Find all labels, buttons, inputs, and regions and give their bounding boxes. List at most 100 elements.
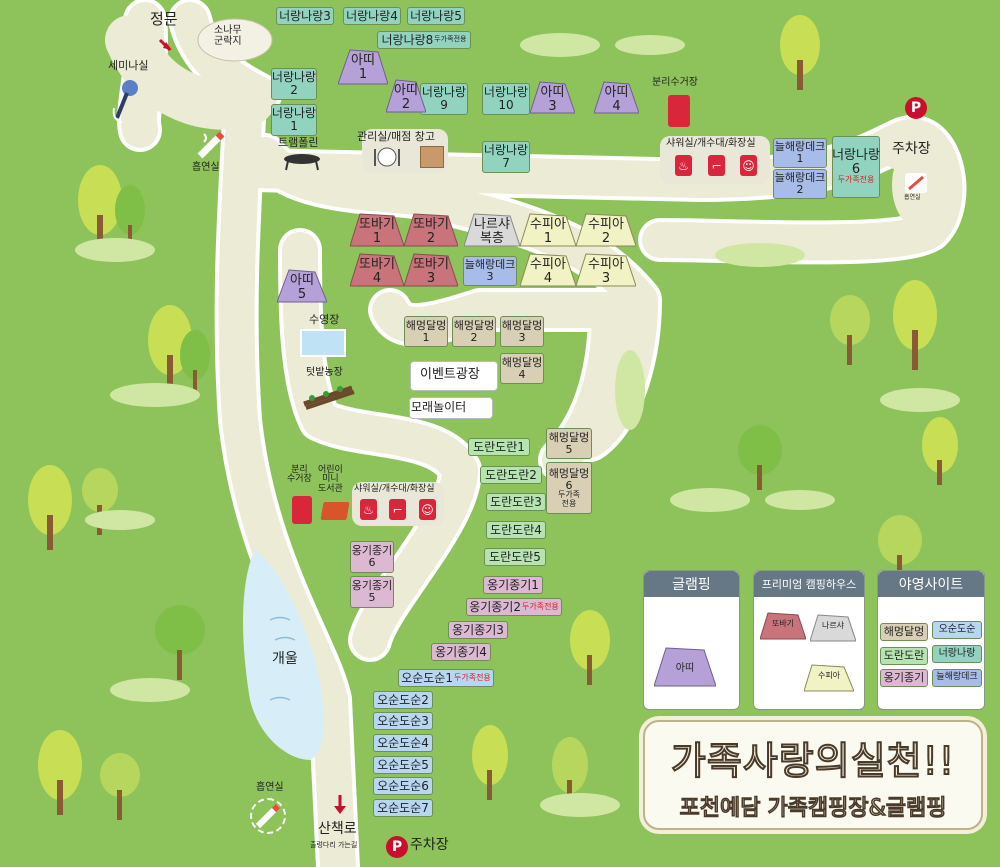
site-haemeong-5[interactable]: 해멍달멍 5	[546, 428, 592, 459]
tree-icon	[78, 165, 122, 245]
banner-line1: 가족사랑의실천!!	[670, 738, 956, 784]
site-neul-5[interactable]: 너랑나랑5	[407, 7, 465, 25]
tree-icon	[115, 185, 145, 245]
site-ohsun-5[interactable]: 오순도순5	[373, 756, 433, 774]
site-doran-1[interactable]: 도란도란1	[468, 438, 530, 456]
parking-right-label[interactable]: 주차장	[892, 141, 931, 157]
parking-icon: P	[905, 97, 927, 119]
bushes	[75, 33, 960, 817]
sand-play-area[interactable]	[409, 397, 493, 419]
tent-api-1[interactable]: 아띠 1	[338, 48, 388, 86]
tent-supia-4[interactable]: 수피아 4	[520, 252, 576, 288]
smoking-right-label: 흡연실	[904, 194, 921, 201]
site-deck-3[interactable]: 늘해랑데크 3	[463, 256, 517, 286]
tent-supia-3[interactable]: 수피아 3	[576, 252, 636, 288]
site-ohsun-2[interactable]: 오순도순2	[373, 691, 433, 709]
recycle-bin-icon	[668, 95, 690, 127]
tent-narsha[interactable]: 나르샤 복층	[464, 212, 520, 248]
site-neul-1[interactable]: 너랑나랑 1	[271, 104, 317, 136]
tree-icon	[830, 295, 870, 365]
site-ong-5[interactable]: 옹기종기 5	[350, 576, 394, 608]
tree-icon	[552, 737, 588, 805]
parking-bottom-label[interactable]: 주차장	[410, 837, 449, 853]
tent-supia-1[interactable]: 수피아 1	[520, 212, 576, 248]
shower-top-label: 샤워실/개수대/화장실	[666, 138, 756, 149]
smoking-bottom-label: 흡연실	[256, 782, 284, 793]
legend-campsite: 야영사이트 해멍달멍 오순도순 도란도란 너랑나랑 옹기종기 늘해랑데크	[877, 570, 985, 710]
parking-icon: P	[386, 836, 408, 858]
site-ong-6[interactable]: 옹기종기 6	[350, 541, 394, 573]
site-deck-1[interactable]: 늘해랑데크 1	[773, 138, 827, 168]
pond-label: 개울	[272, 651, 298, 667]
pond-waves	[269, 616, 296, 701]
tree-icon	[570, 610, 610, 685]
site-ong-4[interactable]: 옹기종기4	[431, 643, 491, 661]
legend-campsite-title: 야영사이트	[878, 571, 984, 597]
legend-deck: 늘해랑데크	[932, 669, 982, 687]
site-haemeong-1[interactable]: 해멍달멍 1	[404, 316, 448, 347]
banner-line2: 포천예담 가족캠핑장&글램핑	[679, 795, 948, 822]
tent-tobagi-3[interactable]: 또바기 3	[404, 252, 458, 288]
recycle-mid-label: 분리 수거장	[287, 465, 312, 485]
site-neul-10[interactable]: 너랑나랑 10	[482, 83, 530, 115]
site-neul-3[interactable]: 너랑나랑3	[276, 7, 334, 25]
legend-ong: 옹기종기	[880, 669, 928, 687]
trees	[28, 15, 958, 820]
tent-tobagi-2[interactable]: 또바기 2	[404, 212, 458, 248]
site-ong-1[interactable]: 옹기종기1	[483, 576, 543, 594]
trampoline-label: 트램폴린	[278, 136, 319, 149]
walk-path-label: 산책로	[318, 821, 357, 837]
site-ohsun-6[interactable]: 오순도순6	[373, 777, 433, 795]
tree-icon	[738, 425, 782, 490]
tent-api-4[interactable]: 아띠 4	[594, 80, 639, 115]
site-neul-2[interactable]: 너랑나랑 2	[271, 68, 317, 100]
site-doran-2[interactable]: 도란도란2	[480, 466, 542, 484]
sand-play-label: 모래놀이터	[411, 400, 467, 414]
tent-api-5[interactable]: 아띠 5	[277, 268, 327, 304]
site-haemeong-2[interactable]: 해멍달멍 2	[452, 316, 496, 347]
site-neul-9[interactable]: 너랑나랑 9	[420, 83, 468, 115]
event-plaza-label: 이벤트광장	[420, 367, 480, 382]
recycle-top-label: 분리수거장	[652, 77, 698, 88]
tree-icon	[878, 515, 922, 580]
site-ohsun-3[interactable]: 오순도순3	[373, 712, 433, 730]
garden-label: 텃밭농장	[306, 367, 343, 378]
smoking-icon	[250, 798, 286, 834]
site-doran-3[interactable]: 도란도란3	[486, 493, 546, 511]
dining-icon	[373, 146, 401, 168]
legend-supia-tent: 수피아	[804, 663, 854, 693]
seminar-label: 세미나실	[108, 59, 149, 72]
pine-stage-label: 소나무 군락지	[214, 25, 242, 47]
shower-mid-label: 샤워실/개수대/화장실	[354, 484, 435, 494]
site-ohsun-7[interactable]: 오순도순7	[373, 799, 433, 817]
faucet-icon: ⌐	[708, 155, 725, 176]
site-neul-4[interactable]: 너랑나랑4	[343, 7, 401, 25]
site-ong-3[interactable]: 옹기종기3	[448, 621, 508, 639]
tree-icon	[893, 280, 937, 370]
tent-tobagi-1[interactable]: 또바기 1	[350, 212, 404, 248]
tent-tobagi-4[interactable]: 또바기 4	[350, 252, 404, 288]
site-neul-7[interactable]: 너랑나랑 7	[482, 141, 530, 173]
walk-path-note: 출렁다리 가는길	[310, 841, 358, 849]
tent-api-3[interactable]: 아띠 3	[530, 80, 575, 115]
smoking-icon	[196, 130, 228, 160]
site-haemeong-4[interactable]: 해멍달멍 4	[500, 353, 544, 384]
site-deck-2[interactable]: 늘해랑데크 2	[773, 169, 827, 199]
site-ohsun-4[interactable]: 오순도순4	[373, 734, 433, 752]
legend-ohsun: 오순도순	[932, 621, 982, 639]
site-haemeong-3[interactable]: 해멍달멍 3	[500, 316, 544, 347]
tent-supia-2[interactable]: 수피아 2	[576, 212, 636, 248]
tree-icon	[922, 417, 958, 485]
legend-premium-title: 프리미엄 캠핑하우스	[754, 571, 864, 597]
storage-box-icon	[420, 146, 444, 168]
event-plaza-area[interactable]	[410, 361, 498, 391]
tent-api-2[interactable]: 아띠 2	[386, 78, 426, 114]
smoking-top-label: 흡연실	[192, 162, 220, 173]
site-doran-4[interactable]: 도란도란4	[486, 521, 546, 539]
site-doran-5[interactable]: 도란도란5	[484, 548, 546, 566]
